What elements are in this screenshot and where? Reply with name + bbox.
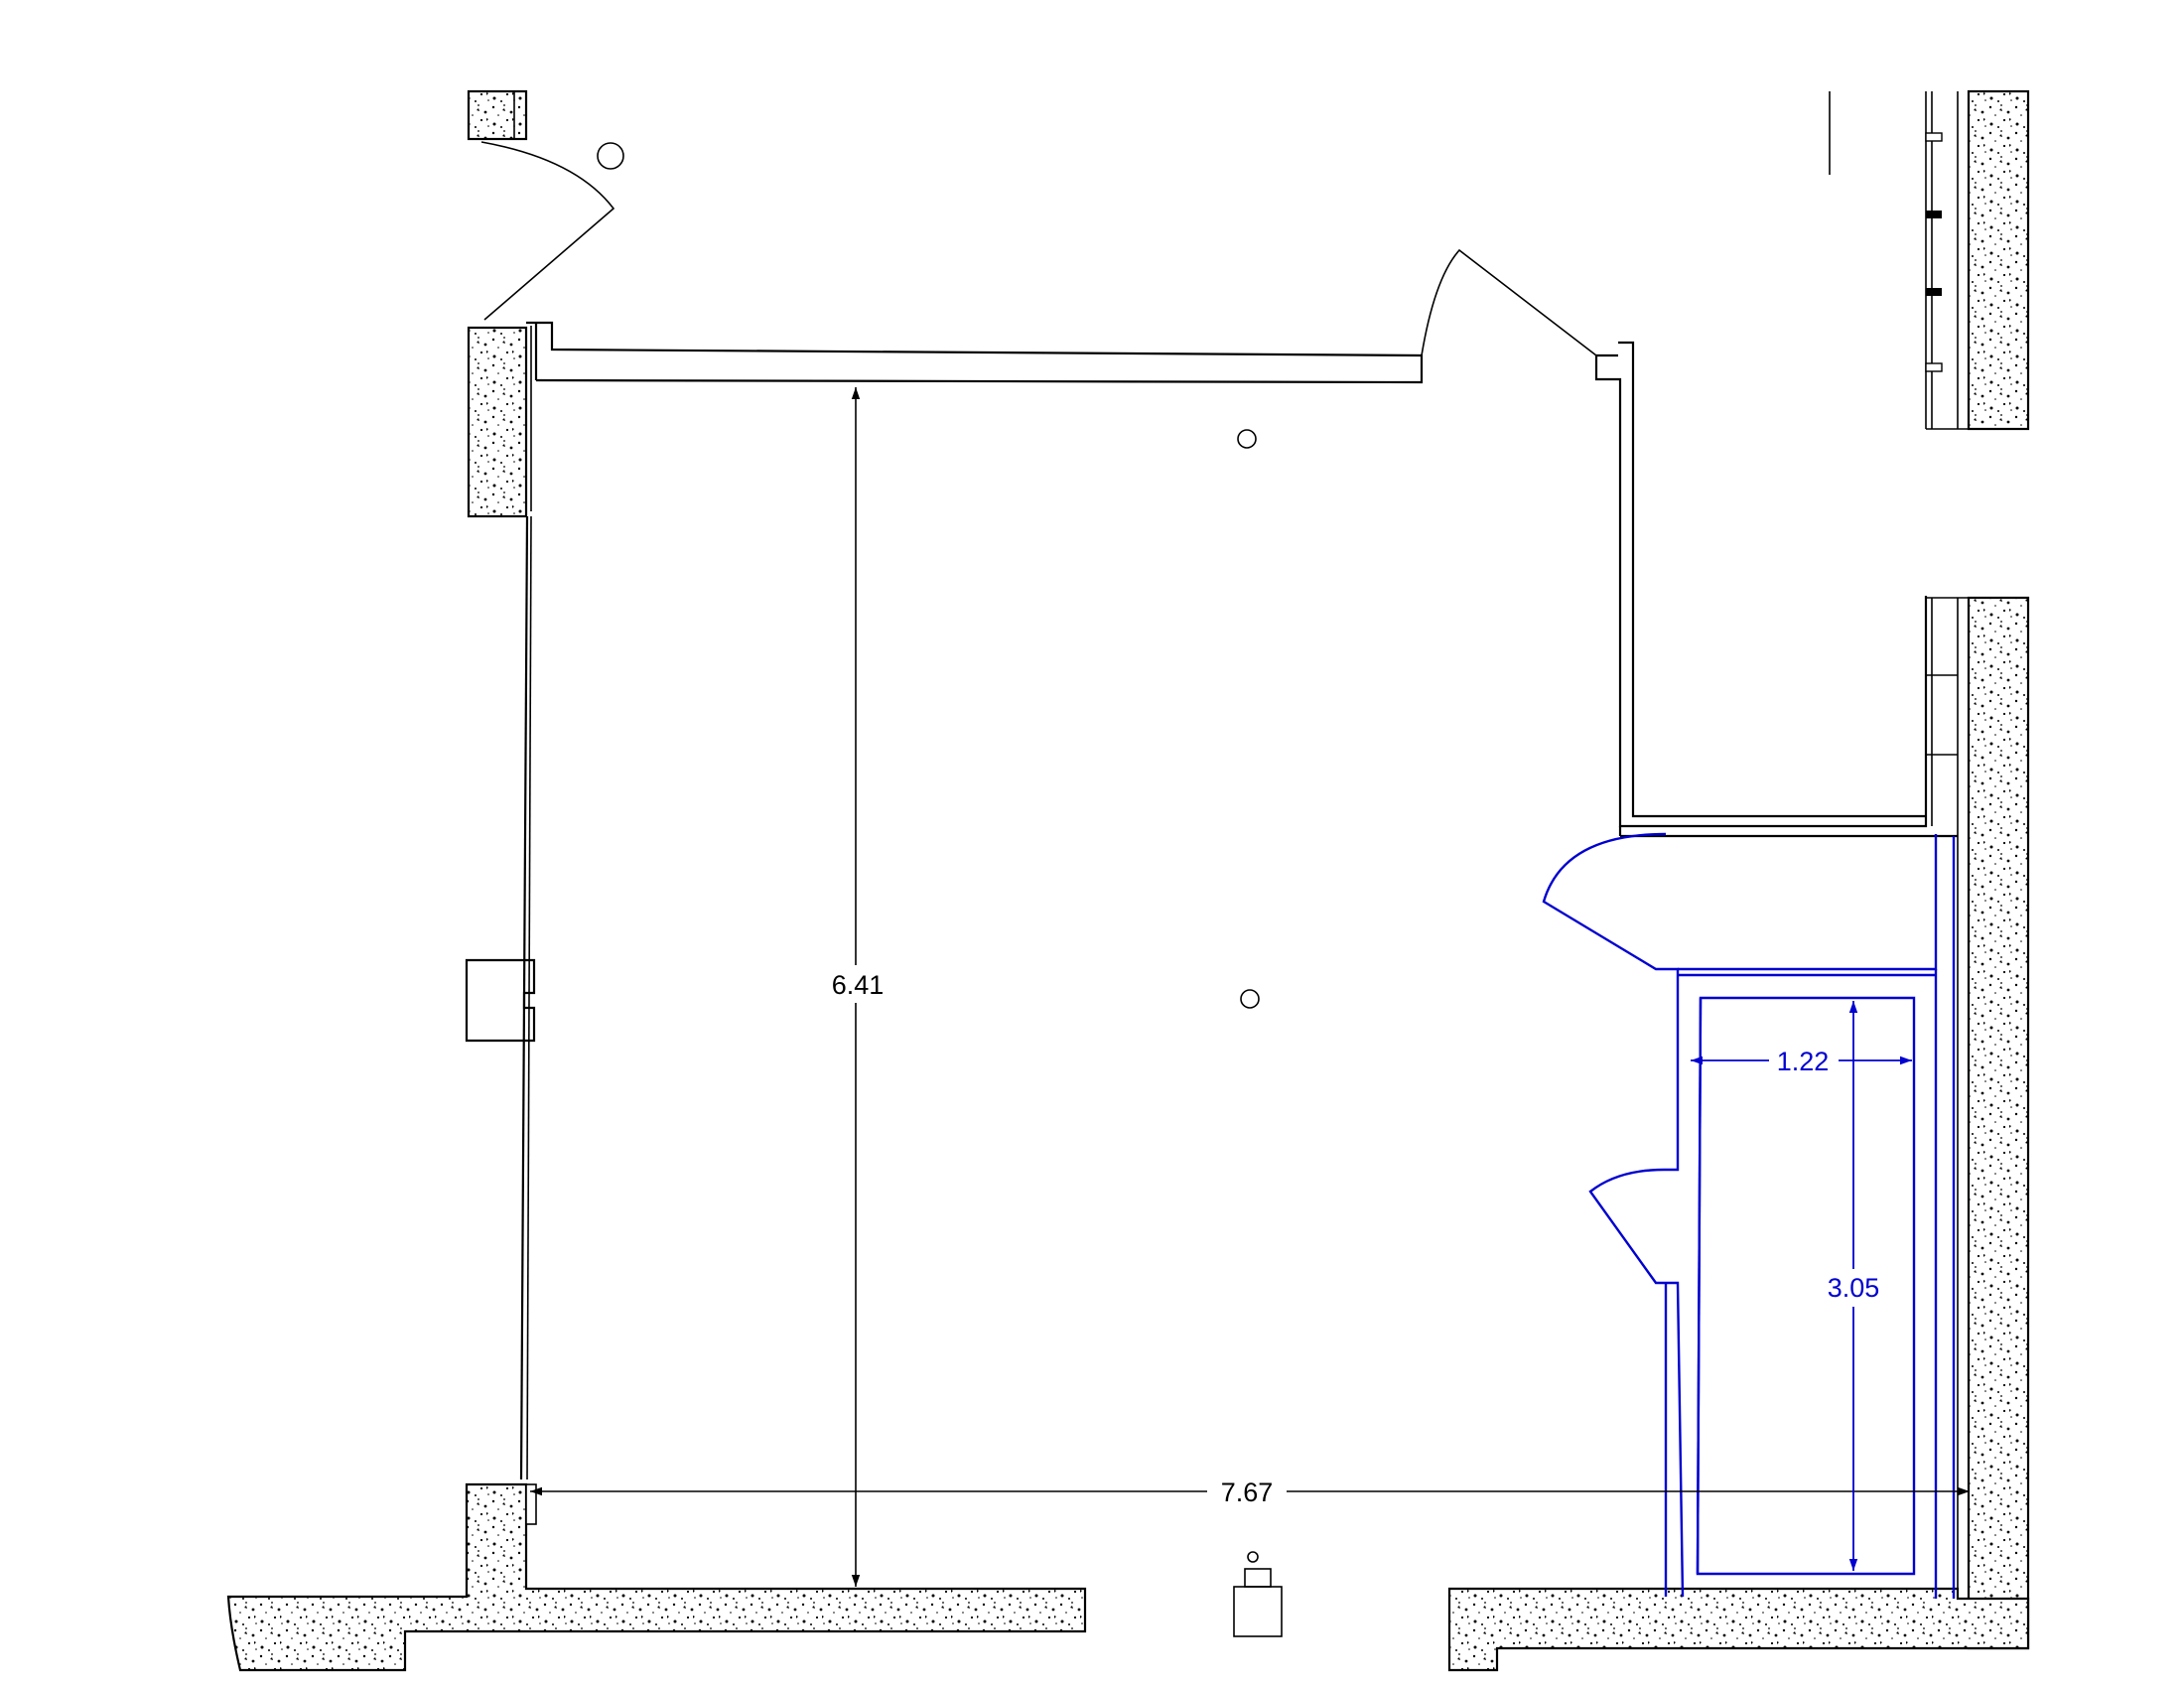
bottom-fixture bbox=[1233, 1551, 1283, 1637]
right-concrete-wall bbox=[1829, 89, 2030, 1650]
dimension-room-height bbox=[824, 387, 889, 1587]
top-left-door bbox=[480, 141, 624, 321]
left-wall-column bbox=[465, 958, 536, 1043]
left-top-column bbox=[467, 89, 532, 518]
dimension-closet-width bbox=[1691, 1043, 1912, 1078]
fixture-marker-top bbox=[1237, 429, 1257, 449]
dimension-room-height-label: 6.41 bbox=[832, 970, 885, 1000]
dimension-room-width bbox=[530, 1474, 1970, 1509]
closet-outline bbox=[1542, 832, 1956, 1599]
dimension-closet-depth-label: 3.05 bbox=[1828, 1273, 1880, 1303]
dimension-closet-depth bbox=[1819, 1001, 1888, 1571]
bottom-concrete-wall bbox=[226, 1482, 2030, 1672]
fixture-marker-center bbox=[1240, 989, 1260, 1009]
dimension-room-width-label: 7.67 bbox=[1221, 1477, 1274, 1507]
dimension-closet-width-label: 1.22 bbox=[1777, 1047, 1830, 1076]
